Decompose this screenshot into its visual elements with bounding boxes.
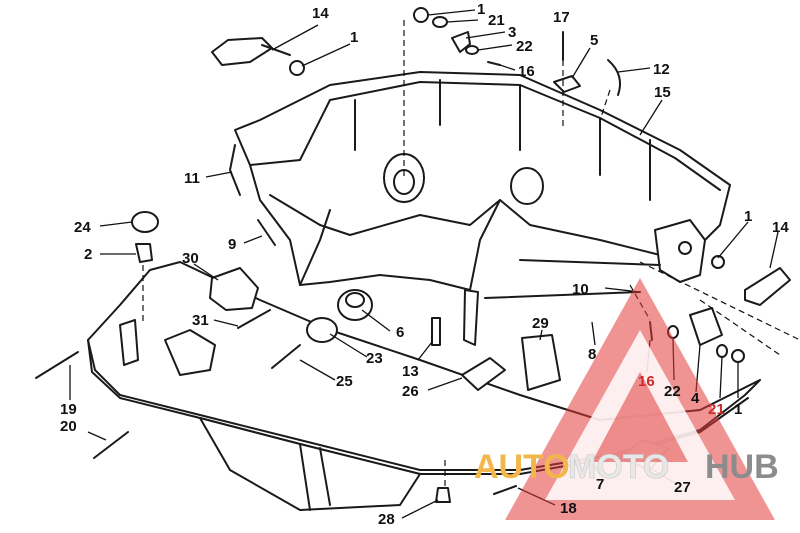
callout-22a: 22: [516, 38, 533, 55]
seal-11: [229, 144, 241, 196]
callout-25: 25: [336, 373, 353, 390]
washer-21a: [432, 16, 448, 28]
callout-27: 27: [674, 479, 691, 496]
pin-12: [607, 59, 621, 96]
callout-11: 11: [184, 170, 200, 187]
clip-5: [553, 75, 581, 93]
callout-26: 26: [402, 383, 419, 400]
nut-1b: [413, 7, 429, 23]
callout-15: 15: [654, 84, 671, 101]
grommet-30: [209, 267, 259, 311]
callout-labels: 14 1 1 21 3 22 16 17 5 12 15 11 24 2 9 3…: [60, 1, 789, 528]
bracket-4: [689, 307, 723, 346]
callout-18: 18: [560, 500, 577, 517]
watermark-word-auto: AUTO: [474, 448, 570, 486]
nut-1c: [711, 255, 725, 269]
nut-1a: [289, 60, 305, 76]
callout-1b: 1: [477, 1, 485, 18]
callout-7: 7: [596, 476, 604, 493]
screw-16a: [487, 61, 501, 66]
callout-12: 12: [653, 61, 670, 78]
watermark: AUTO MOTO HUB: [474, 278, 779, 520]
callout-31: 31: [192, 312, 209, 329]
pin-31: [237, 309, 271, 329]
watermark-word-hub: HUB: [705, 448, 779, 486]
washer-22a: [465, 45, 479, 55]
grommet-6: [337, 289, 373, 321]
callout-1c: 1: [744, 208, 752, 225]
callout-1a: 1: [350, 29, 358, 46]
callout-4: 4: [691, 390, 700, 407]
nut-1d: [731, 349, 745, 363]
callout-16b: 16: [638, 373, 655, 390]
link-10: [484, 291, 641, 299]
seal-9: [257, 219, 276, 246]
callout-30: 30: [182, 250, 199, 267]
grommet-24: [131, 211, 159, 233]
callout-14a: 14: [312, 5, 329, 22]
latch-handle-right: [744, 267, 791, 306]
callout-5: 5: [590, 32, 598, 49]
washer-21b: [716, 344, 728, 358]
bracket-3: [451, 31, 471, 53]
bushing-2: [135, 243, 153, 263]
bolt-20: [93, 431, 129, 459]
callout-20: 20: [60, 418, 77, 435]
callout-13: 13: [402, 363, 419, 380]
screw-18: [493, 485, 517, 495]
callout-23: 23: [366, 350, 383, 367]
callout-8: 8: [588, 346, 596, 363]
clip-13: [431, 317, 441, 346]
callout-10: 10: [572, 281, 589, 298]
callout-21a: 21: [488, 12, 505, 29]
callout-14b: 14: [772, 219, 789, 236]
callout-9: 9: [228, 236, 236, 253]
callout-6: 6: [396, 324, 404, 341]
callout-17: 17: [553, 9, 570, 26]
watermark-word-moto: MOTO: [568, 448, 669, 486]
callout-19: 19: [60, 401, 77, 418]
callout-1d: 1: [734, 401, 742, 418]
washer-23: [306, 317, 338, 343]
callout-16a: 16: [518, 63, 535, 80]
bolt-19: [35, 351, 79, 379]
callout-28: 28: [378, 511, 395, 528]
stud-25: [271, 344, 301, 369]
callout-21b: 21: [708, 401, 725, 418]
plug-28: [435, 487, 451, 503]
callout-24: 24: [74, 219, 91, 236]
latch-handle-top: [211, 37, 273, 66]
callout-2: 2: [84, 246, 92, 263]
callout-29: 29: [532, 315, 549, 332]
callout-22b: 22: [664, 383, 681, 400]
pad-29: [521, 334, 561, 391]
callout-3: 3: [508, 24, 516, 41]
pad-26: [461, 357, 506, 391]
